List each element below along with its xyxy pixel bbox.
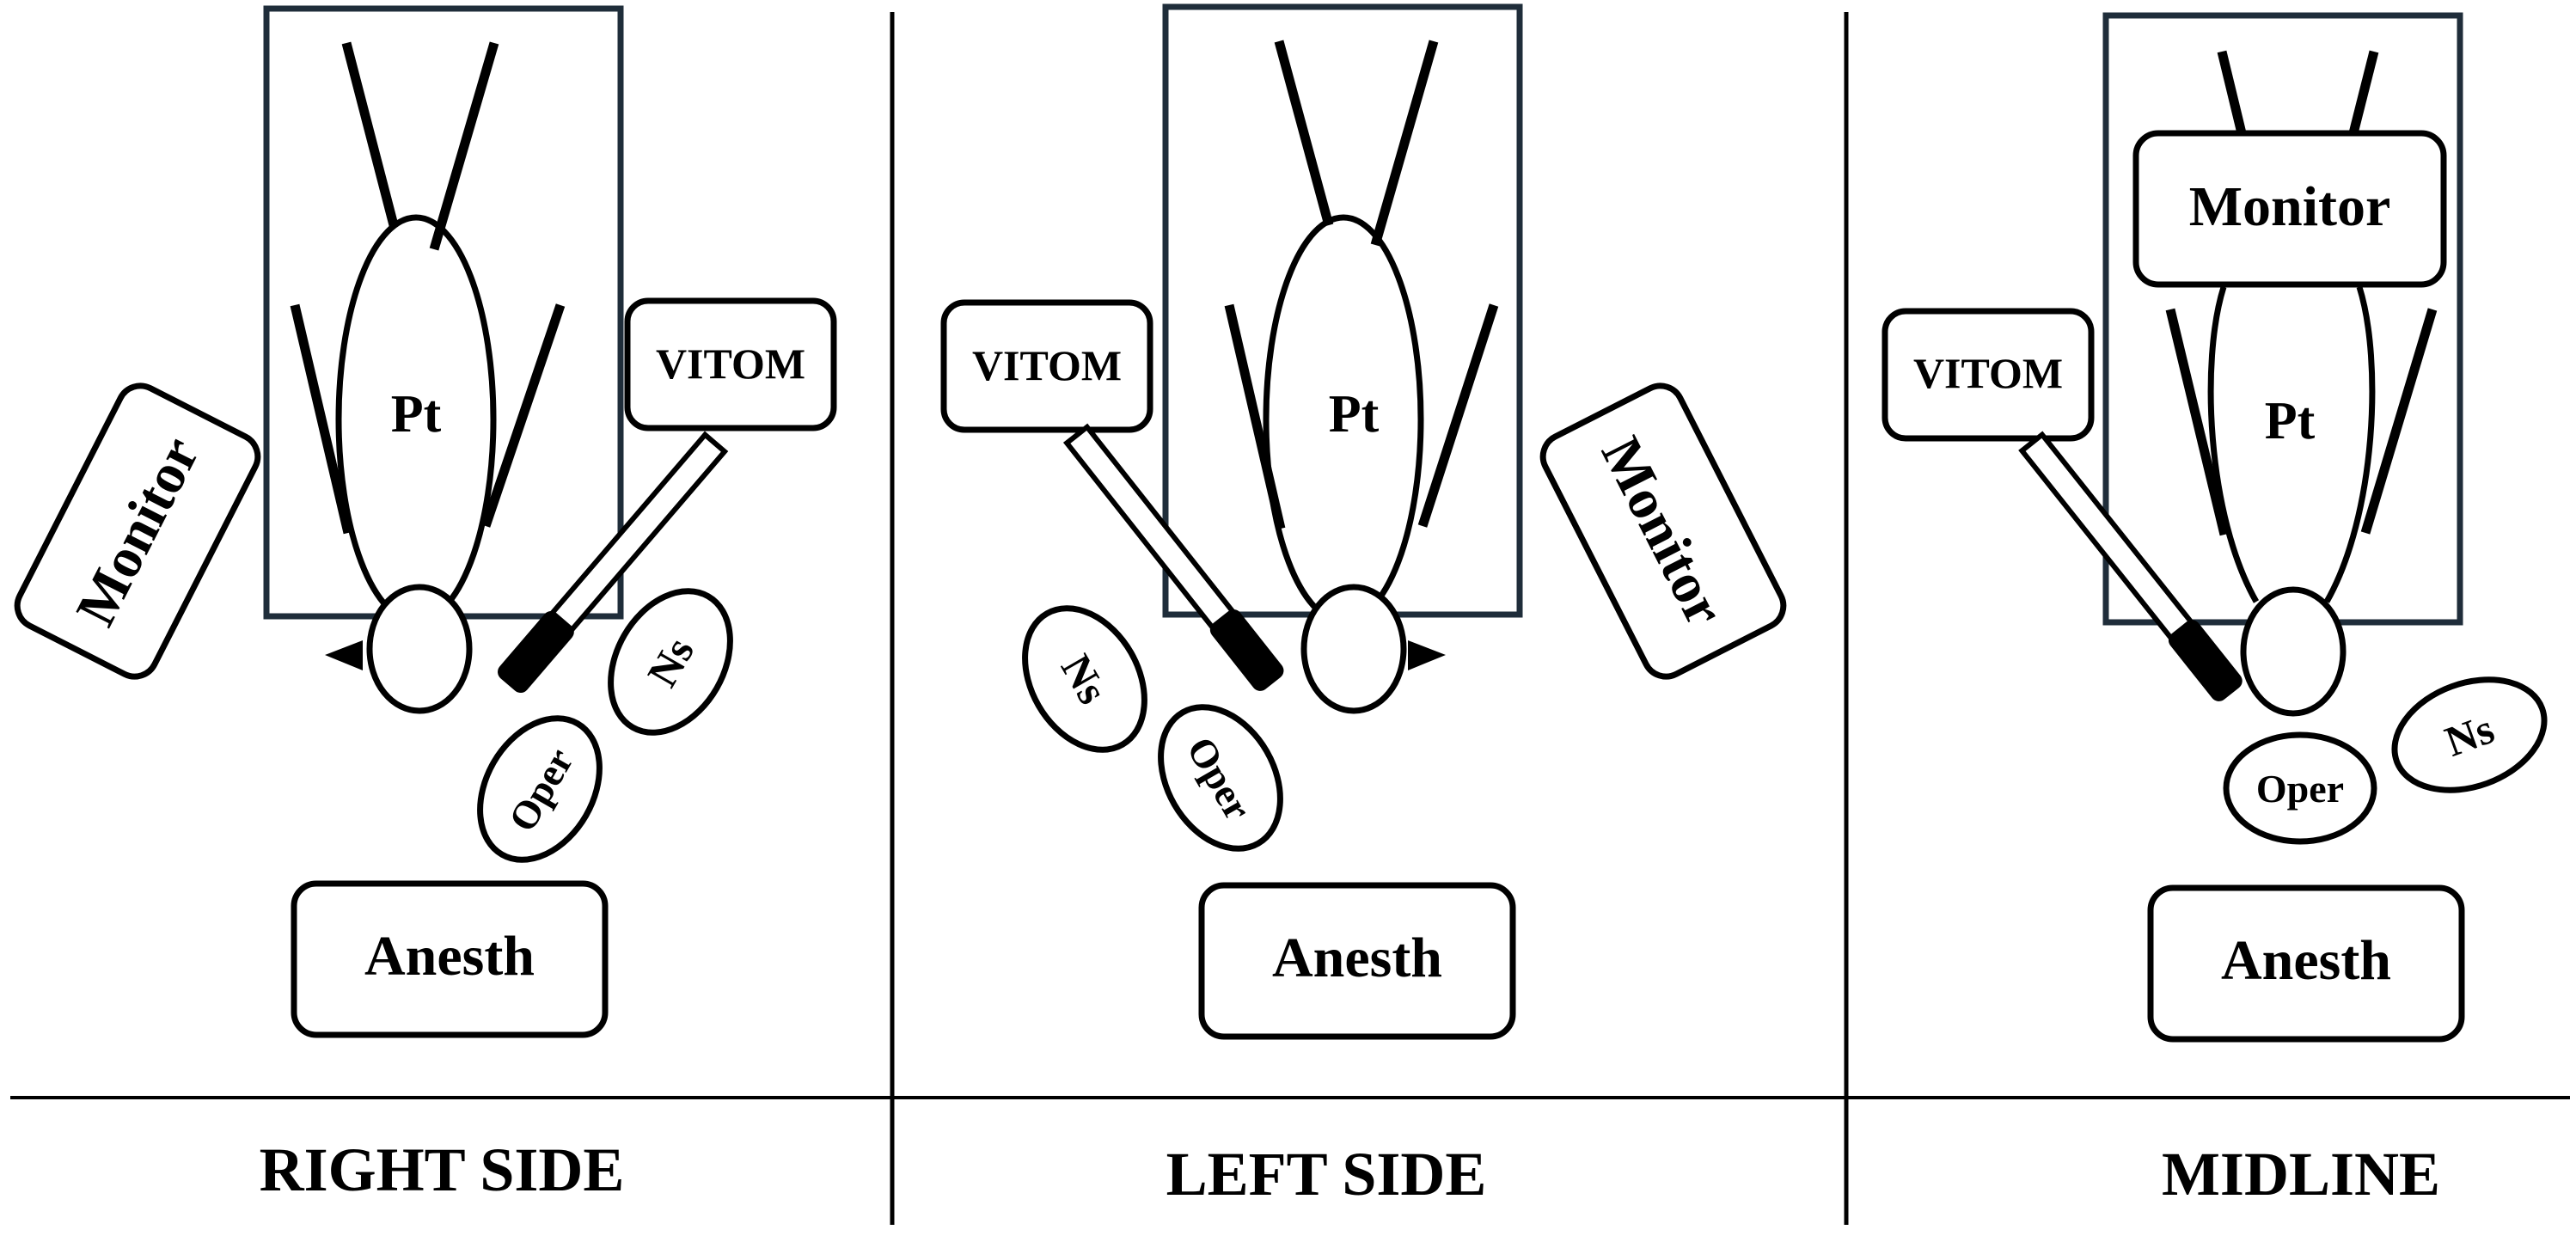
monitor: Monitor [1539, 382, 1787, 680]
vitom-scope-arm [498, 431, 729, 694]
patient-head [366, 584, 473, 714]
monitor-label: Monitor [2189, 175, 2391, 238]
nurse-ellipse [2391, 676, 2548, 793]
patient-arm-left [2217, 50, 2247, 135]
patient-label: Pt [2265, 392, 2316, 450]
patient-label: Pt [1329, 385, 1380, 444]
patient-arm-left [341, 41, 399, 227]
patient-head [1300, 584, 1407, 714]
panel-caption: MIDLINE [2162, 1140, 2440, 1208]
scope-handle [2168, 620, 2243, 701]
anesthesia-label: Anesth [364, 925, 535, 988]
nurse-ellipse [1022, 605, 1147, 753]
monitor-box [1539, 382, 1787, 680]
operator: Oper [477, 715, 603, 863]
monitor-box [2132, 130, 2447, 288]
panel-caption: LEFT SIDE [1166, 1140, 1487, 1208]
scope-handle [1209, 609, 1284, 691]
head-direction-arrow [1408, 640, 1446, 670]
panel-midline: Monitor Pt VITOM Oper Ns Anesth MIDLINE [1882, 12, 2548, 1208]
operator-label: Oper [2256, 767, 2344, 811]
operating-table [263, 5, 624, 620]
nurse: Ns [2391, 676, 2548, 793]
vitom-box [1882, 308, 2095, 442]
vitom-box [624, 297, 837, 431]
vitom-label: VITOM [656, 340, 805, 388]
patient-head [2240, 586, 2347, 717]
patient-body [2207, 285, 2376, 603]
patient-arm-right [1370, 40, 1439, 247]
patient-arm-right [2348, 50, 2379, 135]
vitom-scope-arm [2018, 431, 2243, 701]
monitor: Monitor [14, 382, 261, 680]
nurse-ellipse [608, 588, 733, 736]
anesthesia-label: Anesth [2221, 929, 2391, 992]
panel-right-side: Pt Monitor VITOM Ns Oper Anesth RIG [14, 5, 837, 1204]
vitom-label: VITOM [972, 341, 1122, 389]
operating-table [2102, 12, 2463, 626]
scope-shaft [1062, 423, 1240, 636]
head-direction-arrow [325, 640, 363, 670]
scope-handle [498, 610, 574, 694]
anesthesia-box [2147, 884, 2465, 1043]
monitor-box [14, 382, 261, 680]
patient-arm-right [429, 41, 499, 251]
operator-ellipse [1158, 704, 1283, 852]
patient-leg-right [480, 303, 566, 528]
patient-arm-left [1274, 40, 1334, 227]
operator-ellipse [477, 715, 603, 863]
panel-left-side: Pt Monitor VITOM Ns Oper Anesth LEFT SID… [940, 3, 1787, 1208]
operator: Oper [1158, 704, 1283, 852]
patient-leg-left [290, 303, 353, 535]
panel-caption: RIGHT SIDE [260, 1135, 625, 1204]
operator-ellipse [2223, 731, 2377, 845]
patient-leg-right [1417, 303, 1499, 528]
anesthesia-label: Anesth [1272, 927, 1442, 989]
anesthesia-box [291, 880, 609, 1038]
vitom-label: VITOM [1913, 349, 2063, 397]
anesthesia-box [1198, 882, 1516, 1040]
patient-leg-left [2165, 308, 2230, 536]
operating-table [1162, 3, 1523, 618]
vitom-box [940, 299, 1153, 433]
patient-leg-right [2360, 308, 2438, 535]
nurse: Ns [1022, 605, 1147, 753]
patient-label: Pt [391, 385, 442, 444]
nurse: Ns [608, 588, 733, 736]
vitom-scope-arm [1062, 423, 1284, 691]
